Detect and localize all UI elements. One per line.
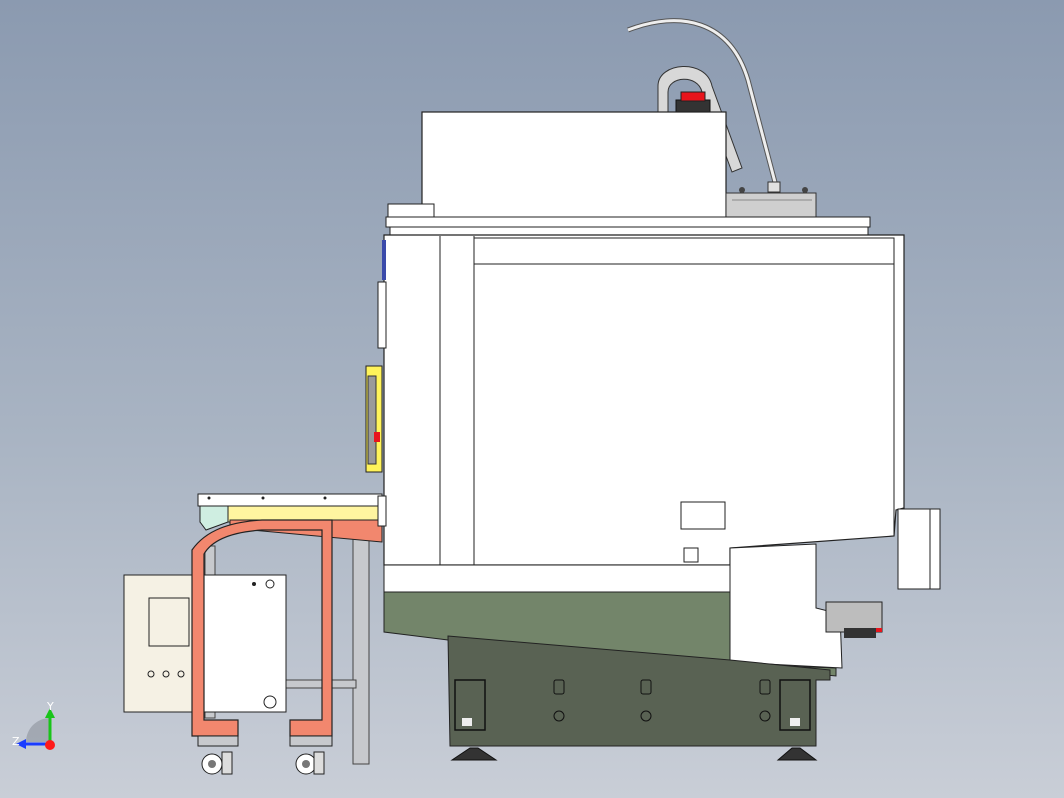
casters <box>197 735 333 775</box>
y-axis-label: Y <box>47 700 54 713</box>
top-nozzle-assembly <box>657 66 781 193</box>
axis-triad[interactable] <box>16 708 55 750</box>
side-door-panel <box>365 240 387 473</box>
machine-base <box>383 543 883 747</box>
z-axis-label: Z <box>12 735 20 748</box>
control-cabinet <box>123 574 199 713</box>
x-axis-point <box>45 740 55 750</box>
leveling-feet <box>450 747 818 761</box>
main-cabinet <box>383 234 941 590</box>
top-plates <box>385 203 871 237</box>
top-motor-box <box>421 111 817 219</box>
conveyor-frame <box>191 519 333 737</box>
spray-hose <box>627 18 779 187</box>
electrical-box <box>201 574 287 713</box>
